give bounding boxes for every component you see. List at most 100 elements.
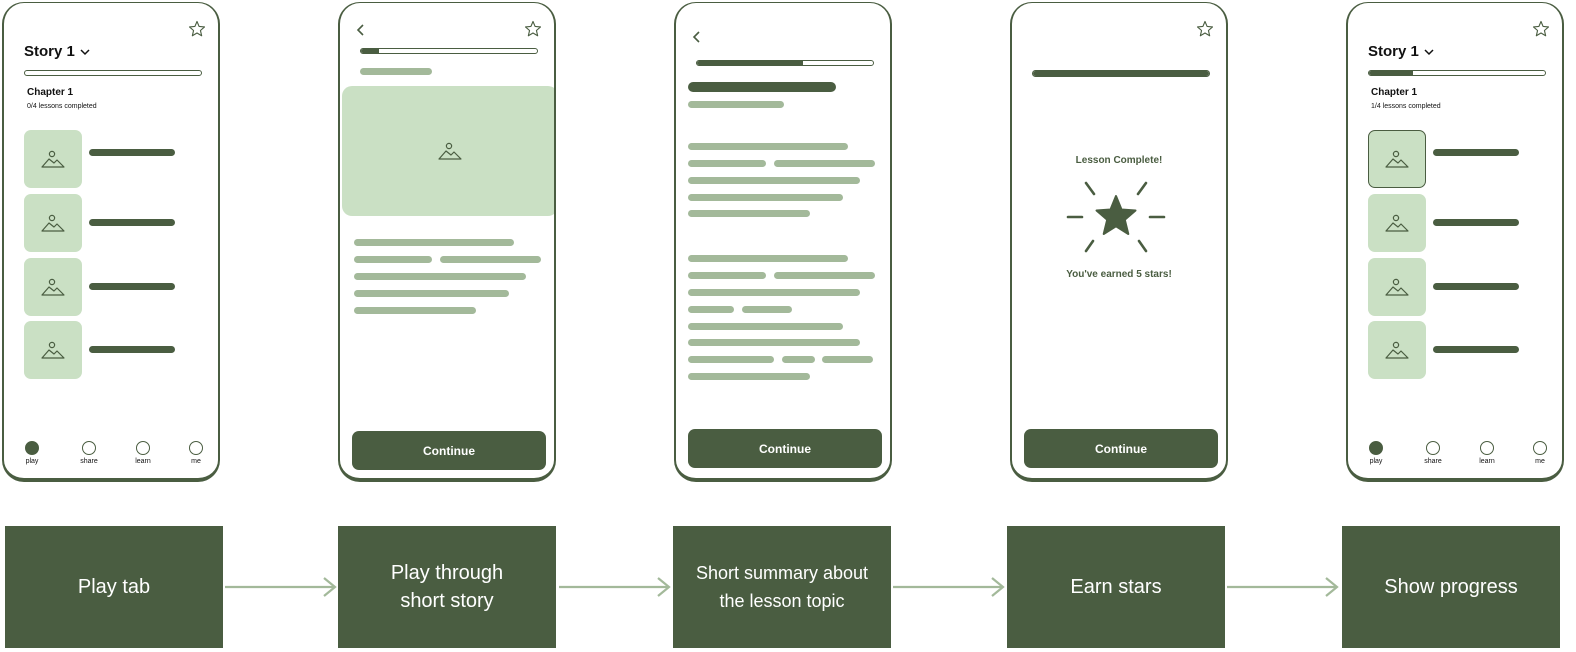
back-chevron-icon[interactable] xyxy=(690,29,704,45)
image-placeholder-icon xyxy=(1385,277,1409,297)
step-label-line-1: Play through xyxy=(390,562,504,584)
nav-dot xyxy=(1480,441,1494,455)
phone-screen-earn-stars: Lesson Complete! You've earned 5 stars! … xyxy=(1010,2,1228,482)
flow-step-earn-stars: Earn stars xyxy=(1007,526,1225,648)
lesson-thumbnail[interactable] xyxy=(24,321,82,379)
image-placeholder-icon xyxy=(41,340,65,360)
nav-dot xyxy=(1369,441,1383,455)
nav-dot xyxy=(136,441,150,455)
nav-label: me xyxy=(1535,458,1545,465)
phone-screen-progress: Story 1 Chapter 1 1/4 lessons completed … xyxy=(1346,2,1564,482)
image-placeholder-icon xyxy=(41,213,65,233)
nav-item-share[interactable]: share xyxy=(74,441,104,465)
lesson-title-placeholder xyxy=(89,219,175,226)
nav-item-play[interactable]: play xyxy=(1361,441,1391,465)
nav-item-learn[interactable]: learn xyxy=(1472,441,1502,465)
text-placeholder xyxy=(688,210,810,217)
flow-arrow-icon xyxy=(559,577,671,597)
text-placeholder xyxy=(354,290,509,297)
text-placeholder xyxy=(354,307,476,314)
text-placeholder xyxy=(688,289,860,296)
text-placeholder xyxy=(354,256,432,263)
continue-button[interactable]: Continue xyxy=(352,431,546,470)
text-placeholder xyxy=(354,239,514,246)
text-placeholder xyxy=(688,177,860,184)
star-icon[interactable] xyxy=(1196,20,1214,38)
lesson-thumbnail[interactable] xyxy=(24,258,82,316)
star-icon[interactable] xyxy=(188,20,206,38)
flow-arrow-icon xyxy=(225,577,337,597)
chevron-down-icon xyxy=(1424,48,1434,55)
text-placeholder xyxy=(688,101,784,108)
story-title: Story 1 xyxy=(24,43,75,60)
nav-item-play[interactable]: play xyxy=(17,441,47,465)
heading-placeholder xyxy=(688,82,836,92)
image-placeholder-icon xyxy=(1385,213,1409,233)
continue-button[interactable]: Continue xyxy=(1024,429,1218,468)
nav-label: share xyxy=(1424,458,1442,465)
nav-item-learn[interactable]: learn xyxy=(128,441,158,465)
nav-item-me[interactable]: me xyxy=(1525,441,1555,465)
nav-dot xyxy=(25,441,39,455)
nav-label: learn xyxy=(135,458,151,465)
image-placeholder-icon xyxy=(1385,340,1409,360)
text-placeholder xyxy=(688,373,810,380)
text-placeholder xyxy=(354,273,526,280)
back-chevron-icon[interactable] xyxy=(354,22,368,38)
nav-dot xyxy=(189,441,203,455)
step-label-line-1: Short summary about xyxy=(695,563,869,583)
lesson-title-placeholder xyxy=(89,346,175,353)
lesson-progress-bar xyxy=(360,48,538,54)
nav-label: share xyxy=(80,458,98,465)
continue-button[interactable]: Continue xyxy=(688,429,882,468)
lesson-title-placeholder xyxy=(1433,346,1519,353)
lesson-title-placeholder xyxy=(1433,283,1519,290)
lesson-thumbnail[interactable] xyxy=(24,130,82,188)
image-placeholder-icon xyxy=(41,149,65,169)
stars-earned-text: You've earned 5 stars! xyxy=(1066,269,1172,280)
flow-arrow-icon xyxy=(893,577,1005,597)
nav-item-me[interactable]: me xyxy=(181,441,211,465)
phone-screen-story: Continue xyxy=(338,2,556,482)
story-selector[interactable]: Story 1 xyxy=(1368,43,1435,60)
lesson-thumbnail-completed[interactable] xyxy=(1368,130,1426,188)
lessons-completed: 0/4 lessons completed xyxy=(27,103,97,110)
flow-arrow-icon xyxy=(1227,577,1339,597)
step-label: Play tab xyxy=(77,576,151,598)
lesson-complete-heading: Lesson Complete! xyxy=(1075,155,1163,166)
star-icon[interactable] xyxy=(1532,20,1550,38)
lesson-progress-bar xyxy=(696,60,874,66)
flow-step-play-tab: Play tab xyxy=(5,526,223,648)
step-label: Earn stars xyxy=(1070,576,1162,598)
star-icon[interactable] xyxy=(524,20,542,38)
nav-label: play xyxy=(1369,458,1383,465)
story-selector[interactable]: Story 1 xyxy=(24,43,91,60)
story-image xyxy=(342,86,554,216)
text-placeholder xyxy=(742,306,792,313)
text-placeholder xyxy=(360,68,432,75)
image-placeholder-icon xyxy=(438,140,462,162)
phone-screen-play-tab: Story 1 Chapter 1 0/4 lessons completed … xyxy=(2,2,220,482)
lesson-thumbnail[interactable] xyxy=(1368,321,1426,379)
image-placeholder-icon xyxy=(41,277,65,297)
step-label-line-2: short story xyxy=(400,590,494,612)
flow-step-show-progress: Show progress xyxy=(1342,526,1560,648)
text-placeholder xyxy=(688,306,734,313)
nav-label: me xyxy=(191,458,201,465)
nav-dot xyxy=(1426,441,1440,455)
lesson-thumbnail[interactable] xyxy=(1368,194,1426,252)
lesson-title-placeholder xyxy=(1433,219,1519,226)
text-placeholder xyxy=(774,272,875,279)
lesson-thumbnail[interactable] xyxy=(24,194,82,252)
lesson-thumbnail[interactable] xyxy=(1368,258,1426,316)
phone-screen-summary: Continue xyxy=(674,2,892,482)
lesson-title-placeholder xyxy=(89,283,175,290)
story-progress-bar xyxy=(24,70,202,76)
text-placeholder xyxy=(688,194,843,201)
chapter-title: Chapter 1 xyxy=(1371,87,1418,98)
text-placeholder xyxy=(688,272,766,279)
nav-item-share[interactable]: share xyxy=(1418,441,1448,465)
story-progress-bar xyxy=(1368,70,1546,76)
nav-dot xyxy=(82,441,96,455)
